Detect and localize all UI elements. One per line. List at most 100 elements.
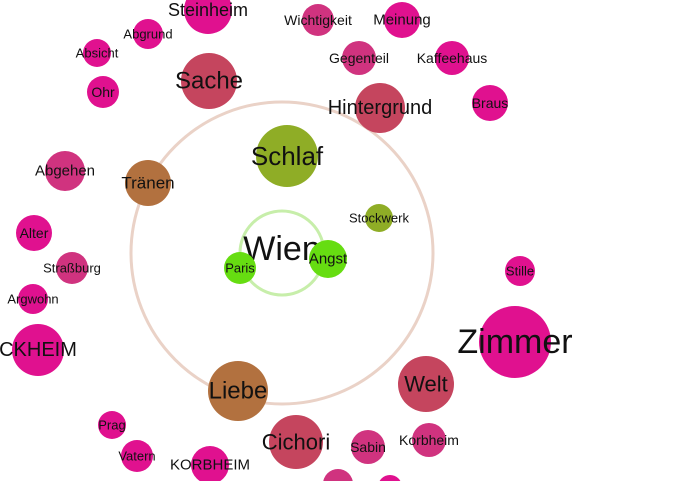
node-label-gegenteil: Gegenteil — [329, 50, 389, 66]
node-stille[interactable]: Stille — [505, 256, 535, 286]
node-sabin[interactable]: Sabin — [350, 430, 386, 464]
node-label-abgrund: Abgrund — [123, 27, 172, 42]
node-circle-ckheim[interactable] — [12, 324, 64, 376]
node-circle-argwohn[interactable] — [18, 284, 48, 314]
node-label-cichori: Cichori — [262, 430, 330, 455]
node-circle-strassburg[interactable] — [56, 252, 88, 284]
node-label-ckheim: CKHEIM — [0, 339, 77, 361]
node-abgrund[interactable]: Abgrund — [123, 19, 173, 49]
node-prag[interactable]: Prag — [98, 411, 126, 439]
node-circle-sabin[interactable] — [351, 430, 385, 464]
node-label-strassburg: Straßburg — [43, 261, 101, 276]
node-circle-abgehen[interactable] — [45, 151, 85, 191]
node-circle-schlaf[interactable] — [256, 125, 318, 187]
node-cichori[interactable]: Cichori — [262, 415, 330, 469]
node-circle-wichtigkeit[interactable] — [302, 4, 334, 36]
node-label-hintergrund: Hintergrund — [328, 97, 433, 119]
node-absicht[interactable]: Absicht — [76, 39, 119, 67]
node-label-vatern: Vatern — [118, 449, 155, 464]
node-stockwerk[interactable]: Stockwerk — [349, 204, 409, 232]
node-label-wien: Wien — [243, 230, 320, 268]
node-sache[interactable]: Sache — [175, 53, 243, 109]
node-alter[interactable]: Alter — [16, 215, 52, 251]
node-label-prag: Prag — [98, 418, 125, 433]
node-traenen[interactable]: Tränen — [121, 160, 175, 206]
node-circle-paris[interactable] — [224, 252, 256, 284]
outer-ring — [129, 100, 435, 406]
node-label-argwohn: Argwohn — [7, 292, 58, 307]
node-korbheim[interactable]: KORBHEIM — [170, 446, 250, 481]
node-paris[interactable]: Paris — [224, 252, 256, 284]
node-circle-alter[interactable] — [16, 215, 52, 251]
node-label-absicht: Absicht — [76, 46, 119, 61]
node-liebe[interactable]: Liebe — [208, 361, 268, 421]
node-circle-kaffeehaus[interactable] — [435, 41, 469, 75]
node-circle-traenen[interactable] — [125, 160, 171, 206]
node-circle-korbheim[interactable] — [191, 446, 229, 481]
node-unlabeled-33[interactable] — [378, 475, 402, 481]
node-circle-liebe[interactable] — [208, 361, 268, 421]
node-wichtigkeit[interactable]: Wichtigkeit — [284, 4, 352, 36]
node-steinheim[interactable]: Steinheim — [168, 0, 248, 34]
node-circle-gegenteil[interactable] — [342, 41, 376, 75]
node-label-korbheim: Korbheim — [399, 432, 459, 448]
node-label-stille: Stille — [506, 264, 534, 279]
node-abgehen[interactable]: Abgehen — [35, 151, 95, 191]
node-korbheim[interactable]: Korbheim — [399, 423, 459, 457]
node-circle-welt[interactable] — [398, 356, 454, 412]
node-circle-meinung[interactable] — [384, 2, 420, 38]
node-label-sache: Sache — [175, 68, 243, 95]
node-braus[interactable]: Braus — [472, 85, 509, 121]
node-circle-unlabeled-33[interactable] — [378, 475, 402, 481]
node-vatern[interactable]: Vatern — [118, 440, 156, 472]
node-strassburg[interactable]: Straßburg — [43, 252, 101, 284]
node-label-stockwerk: Stockwerk — [349, 211, 409, 226]
node-circle-braus[interactable] — [472, 85, 508, 121]
node-meinung[interactable]: Meinung — [373, 2, 431, 38]
node-circle-stille[interactable] — [505, 256, 535, 286]
node-circle-zimmer[interactable] — [479, 306, 551, 378]
node-circle-unlabeled-32[interactable] — [323, 469, 353, 481]
node-unlabeled-32[interactable] — [323, 469, 353, 481]
node-circle-sache[interactable] — [181, 53, 237, 109]
node-ohr[interactable]: Ohr — [87, 76, 119, 108]
node-circle-ohr[interactable] — [87, 76, 119, 108]
node-circle-hintergrund[interactable] — [355, 83, 405, 133]
node-wien[interactable]: Wien — [243, 230, 320, 268]
node-label-schlaf: Schlaf — [251, 141, 324, 171]
node-label-paris: Paris — [225, 261, 255, 276]
node-label-alter: Alter — [20, 225, 49, 241]
node-label-korbheim: KORBHEIM — [170, 457, 250, 474]
node-angst[interactable]: Angst — [309, 240, 348, 278]
node-ckheim[interactable]: CKHEIM — [0, 324, 77, 376]
node-label-liebe: Liebe — [209, 378, 268, 405]
node-label-angst: Angst — [309, 251, 348, 268]
node-circle-steinheim[interactable] — [184, 0, 232, 34]
node-label-wichtigkeit: Wichtigkeit — [284, 12, 352, 28]
node-label-zimmer: Zimmer — [457, 323, 572, 361]
node-label-welt: Welt — [404, 372, 448, 397]
node-label-braus: Braus — [472, 95, 509, 111]
node-label-traenen: Tränen — [121, 174, 174, 193]
node-circle-abgrund[interactable] — [133, 19, 163, 49]
node-argwohn[interactable]: Argwohn — [7, 284, 59, 314]
node-label-sabin: Sabin — [350, 439, 386, 455]
node-kaffeehaus[interactable]: Kaffeehaus — [417, 41, 488, 75]
node-hintergrund[interactable]: Hintergrund — [328, 83, 433, 133]
node-circle-angst[interactable] — [309, 240, 347, 278]
node-zimmer[interactable]: Zimmer — [457, 306, 573, 378]
node-schlaf[interactable]: Schlaf — [251, 125, 324, 187]
node-circle-cichori[interactable] — [269, 415, 323, 469]
node-label-abgehen: Abgehen — [35, 163, 95, 180]
node-circle-prag[interactable] — [98, 411, 126, 439]
node-gegenteil[interactable]: Gegenteil — [329, 41, 389, 75]
node-label-meinung: Meinung — [373, 12, 431, 29]
node-circle-vatern[interactable] — [121, 440, 153, 472]
node-welt[interactable]: Welt — [398, 356, 454, 412]
node-label-kaffeehaus: Kaffeehaus — [417, 50, 488, 66]
node-circle-korbheim[interactable] — [412, 423, 446, 457]
node-circle-absicht[interactable] — [83, 39, 111, 67]
node-label-steinheim: Steinheim — [168, 0, 248, 20]
node-circle-stockwerk[interactable] — [365, 204, 393, 232]
